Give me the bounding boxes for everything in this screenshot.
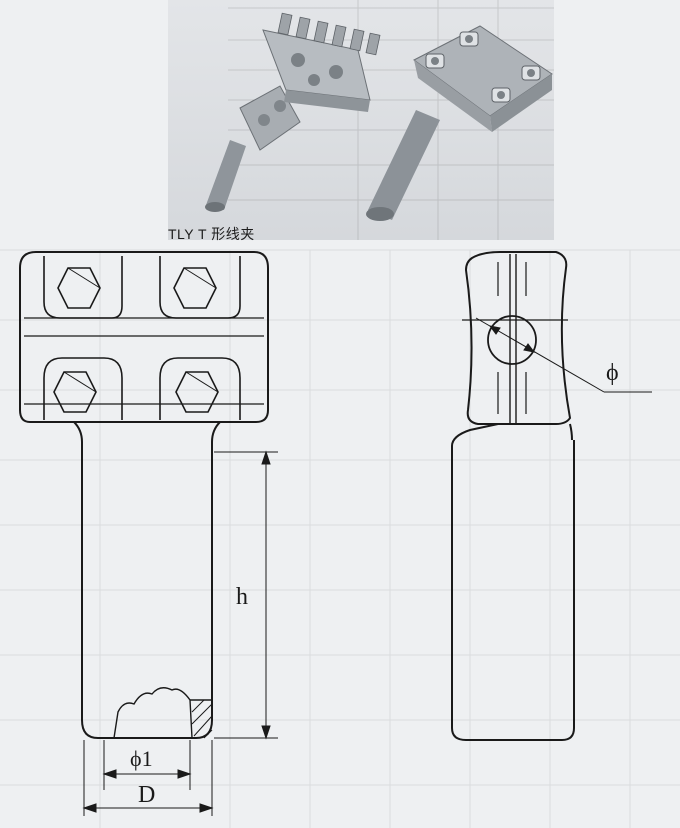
background-table-lines <box>0 249 680 828</box>
t-clamp-front-view <box>19 251 269 739</box>
label-phi: ϕ <box>606 360 619 386</box>
dimension-phi1 <box>102 740 192 790</box>
label-phi1: ϕ1 <box>130 746 153 771</box>
four-bolt-clamp-photo <box>366 25 553 221</box>
dimension-h <box>214 450 278 740</box>
dimension-D <box>82 740 214 816</box>
t-clamp-side-view <box>451 251 575 741</box>
figure-caption: TLY T 形线夹 <box>168 226 255 242</box>
product-photo-svg <box>205 0 554 240</box>
bolted-clamp-photo <box>205 12 381 212</box>
label-D: D <box>138 782 155 808</box>
dimension-phi <box>475 317 652 393</box>
product-photo-panel <box>168 0 554 240</box>
label-h: h <box>236 584 248 610</box>
